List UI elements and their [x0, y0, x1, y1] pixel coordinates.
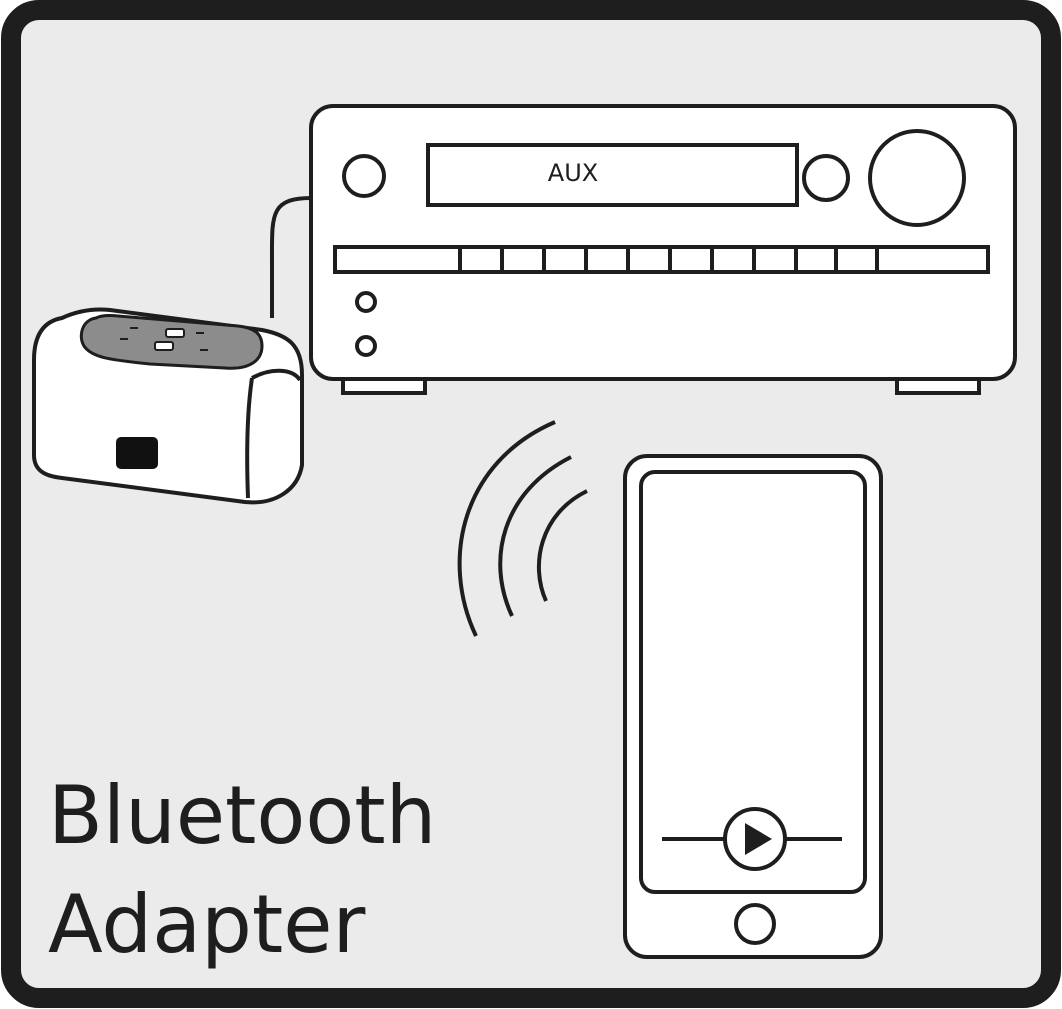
phone-home-button [734, 903, 776, 945]
adapter-port [116, 437, 158, 469]
bluetooth-signal-waves-icon [457, 420, 588, 637]
play-icon [745, 823, 772, 855]
adapter-side-edge [245, 377, 254, 499]
receiver-button-strip [333, 245, 990, 274]
adapter-side-curve [251, 368, 302, 382]
receiver-knob-left [342, 154, 386, 198]
receiver-display-text: AUX [548, 159, 598, 187]
adapter-buttons [120, 327, 208, 351]
receiver-jack-top [355, 291, 377, 313]
receiver-knob-middle [802, 154, 850, 202]
audio-cable [269, 196, 313, 318]
play-button[interactable] [723, 807, 787, 871]
receiver-display [426, 143, 799, 207]
caption-line-1: Bluetooth [48, 769, 436, 862]
receiver-volume-knob [868, 129, 966, 227]
phone-screen [639, 470, 867, 894]
bluetooth-adapter-device [32, 307, 304, 505]
receiver-jack-bottom [355, 335, 377, 357]
caption-line-2: Adapter [48, 878, 365, 971]
av-receiver: AUX [309, 104, 1017, 395]
smartphone [623, 454, 883, 959]
